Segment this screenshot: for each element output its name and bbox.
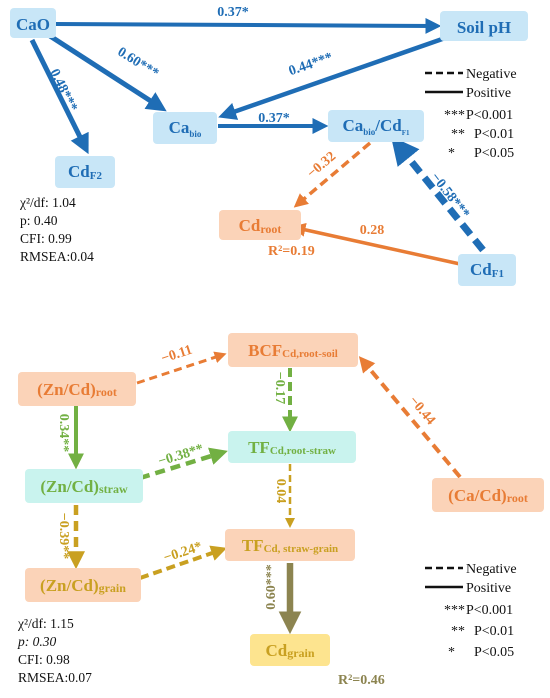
node-cacd-root: (Ca/Cd)root bbox=[432, 478, 544, 512]
svg-text:P<0.001: P<0.001 bbox=[466, 603, 513, 618]
svg-text:P<0.01: P<0.01 bbox=[474, 127, 514, 142]
svg-text:Cabio: Cabio bbox=[169, 118, 202, 139]
label-cao-soilph: 0.37* bbox=[217, 5, 249, 20]
svg-text:CdF2: CdF2 bbox=[68, 162, 102, 182]
arrow-cacd-bcf bbox=[358, 356, 462, 479]
label-soilph-cabio: 0.44*** bbox=[287, 50, 335, 79]
label-cdf1-cdroot: 0.28 bbox=[360, 223, 385, 238]
svg-text:CaO: CaO bbox=[16, 15, 50, 34]
node-zncd-root: (Zn/Cd)root bbox=[18, 372, 136, 406]
label-bcf-tfrs: −0.17 bbox=[272, 372, 287, 404]
node-zncd-straw: (Zn/Cd)straw bbox=[25, 469, 143, 503]
top-fit-stats: χ²/df: 1.04 p: 0.40 CFI: 0.99 RMSEA:0.04 bbox=[19, 195, 94, 264]
svg-text:(Zn/Cd)grain: (Zn/Cd)grain bbox=[40, 576, 126, 595]
bottom-legend: Negative Positive *** P<0.001 ** P<0.01 … bbox=[425, 562, 517, 660]
node-tf-straw-grain: TFCd, straw-grain bbox=[225, 529, 355, 561]
node-soil-ph: Soil pH bbox=[440, 11, 528, 41]
svg-text:BCFCd,root-soil: BCFCd,root-soil bbox=[248, 341, 338, 360]
svg-text:RMSEA:0.04: RMSEA:0.04 bbox=[20, 249, 94, 264]
arrow-cdf1-cdroot bbox=[291, 222, 461, 266]
label-tfrs-tfsg: 0.04 bbox=[273, 479, 288, 504]
svg-text:**: ** bbox=[451, 127, 465, 142]
svg-text:p: 0.30: p: 0.30 bbox=[17, 634, 56, 649]
svg-text:CFI: 0.98: CFI: 0.98 bbox=[18, 652, 70, 667]
svg-text:Cdroot: Cdroot bbox=[239, 216, 282, 236]
svg-text:TFCd, straw-grain: TFCd, straw-grain bbox=[242, 536, 338, 555]
arrow-grain-tfsg bbox=[139, 545, 228, 580]
svg-text:TFCd,root-straw: TFCd,root-straw bbox=[248, 438, 336, 457]
svg-text:*: * bbox=[448, 645, 455, 660]
svg-text:Cabio/CdF1: Cabio/CdF1 bbox=[342, 116, 410, 137]
arrow-zncdroot-bcf bbox=[136, 351, 227, 385]
label-straw-grain: −0.39** bbox=[56, 513, 71, 559]
node-tf-root-straw: TFCd,root-straw bbox=[228, 431, 356, 463]
node-cao: CaO bbox=[10, 8, 56, 38]
svg-text:χ²/df: 1.04: χ²/df: 1.04 bbox=[19, 195, 76, 210]
label-straw-tfrs: −0.38** bbox=[157, 442, 206, 470]
node-ca-cd-ratio: Cabio/CdF1 bbox=[328, 110, 424, 142]
top-arrows bbox=[29, 17, 486, 266]
arrow-cao-soilph bbox=[54, 17, 442, 34]
node-cdroot: Cdroot bbox=[219, 210, 301, 240]
label-tfsg-cdgrain: 0.60*** bbox=[264, 564, 279, 610]
bottom-arrows bbox=[67, 351, 462, 635]
label-cacd-bcf: −0.44 bbox=[405, 393, 437, 428]
label-ratio-cdroot: −0.32 bbox=[304, 149, 339, 181]
node-zncd-grain: (Zn/Cd)grain bbox=[25, 568, 141, 602]
svg-text:Cdgrain: Cdgrain bbox=[265, 641, 314, 660]
svg-text:**: ** bbox=[451, 624, 465, 639]
arrow-ratio-cdroot bbox=[293, 141, 372, 208]
svg-text:***: *** bbox=[444, 603, 465, 618]
svg-text:RMSEA:0.07: RMSEA:0.07 bbox=[18, 670, 92, 685]
arrow-cdf1-ratio bbox=[390, 136, 486, 253]
svg-text:χ²/df: 1.15: χ²/df: 1.15 bbox=[17, 616, 74, 631]
svg-text:P<0.05: P<0.05 bbox=[474, 645, 514, 660]
arrow-straw-tfrs bbox=[139, 447, 228, 481]
label-zncdroot-bcf: −0.11 bbox=[160, 343, 195, 367]
node-cdf1: CdF1 bbox=[458, 254, 516, 286]
svg-text:Negative: Negative bbox=[466, 562, 517, 577]
svg-text:P<0.001: P<0.001 bbox=[466, 108, 513, 123]
top-panel: 0.37* 0.60*** 0.48*** 0.44*** 0.37* −0.3… bbox=[10, 5, 528, 286]
svg-text:Soil pH: Soil pH bbox=[457, 18, 511, 37]
svg-text:(Zn/Cd)straw: (Zn/Cd)straw bbox=[40, 477, 128, 496]
svg-text:Negative: Negative bbox=[466, 67, 517, 82]
svg-text:(Zn/Cd)root: (Zn/Cd)root bbox=[37, 380, 117, 399]
svg-text:***: *** bbox=[444, 108, 465, 123]
svg-text:Positive: Positive bbox=[466, 581, 511, 596]
top-legend: Negative Positive *** P<0.001 ** P<0.01 … bbox=[425, 67, 517, 161]
node-cd-grain: Cdgrain bbox=[250, 634, 330, 666]
svg-text:CdF1: CdF1 bbox=[470, 260, 504, 280]
node-bcf: BCFCd,root-soil bbox=[228, 333, 358, 367]
svg-text:CFI: 0.99: CFI: 0.99 bbox=[20, 231, 72, 246]
r2-cdgrain: R²=0.46 bbox=[338, 673, 385, 688]
bottom-panel: −0.11 −0.17 −0.44 0.34** −0.38** 0.04 −0… bbox=[17, 333, 544, 688]
svg-text:P<0.05: P<0.05 bbox=[474, 146, 514, 161]
arrow-cao-cdf2 bbox=[29, 38, 89, 155]
bottom-fit-stats: χ²/df: 1.15 p: 0.30 CFI: 0.98 RMSEA:0.07 bbox=[17, 616, 92, 685]
label-cao-cabio: 0.60*** bbox=[115, 45, 162, 82]
label-zncdroot-straw: 0.34** bbox=[56, 414, 71, 453]
svg-text:*: * bbox=[448, 146, 455, 161]
arrow-cao-cabio bbox=[48, 33, 167, 112]
svg-text:P<0.01: P<0.01 bbox=[474, 624, 514, 639]
svg-text:p: 0.40: p: 0.40 bbox=[20, 213, 58, 228]
r2-cdroot: R²=0.19 bbox=[268, 244, 315, 259]
label-cao-cdf2: 0.48*** bbox=[46, 67, 79, 114]
label-cabio-ratio: 0.37* bbox=[258, 111, 290, 126]
svg-text:(Ca/Cd)root: (Ca/Cd)root bbox=[448, 486, 528, 505]
node-cdf2: CdF2 bbox=[55, 156, 115, 188]
node-cabio: Cabio bbox=[153, 112, 217, 144]
arrow-soilph-cabio bbox=[218, 34, 449, 120]
svg-text:Positive: Positive bbox=[466, 86, 511, 101]
